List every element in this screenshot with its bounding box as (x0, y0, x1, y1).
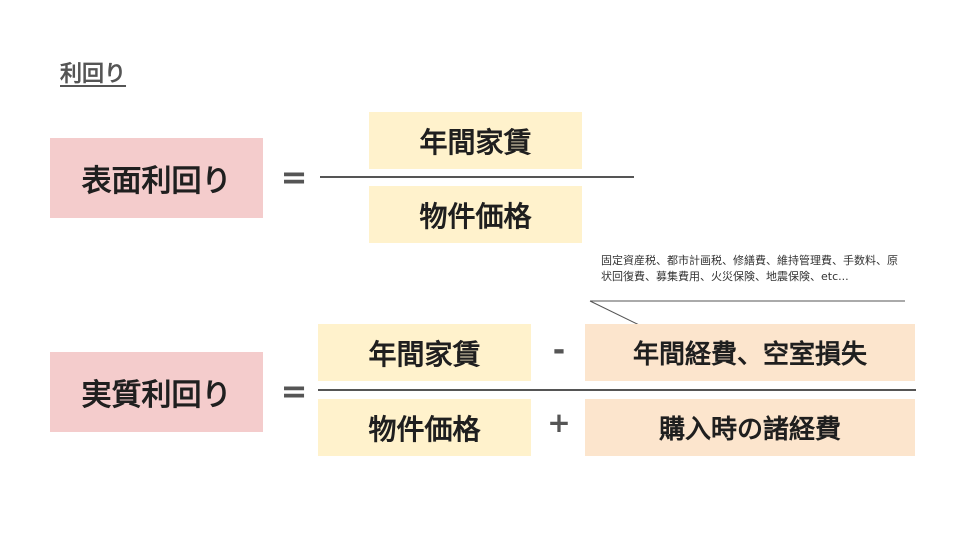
surface-yield-label: 表面利回り (50, 138, 263, 218)
surface-denominator-property-price: 物件価格 (369, 186, 582, 243)
expense-details-note: 固定資産税、都市計画税、修繕費、維持管理費、手数料、原状回復費、募集費用、火災保… (601, 254, 898, 283)
surface-fraction-line (320, 176, 634, 178)
actual-yield-label: 実質利回り (50, 352, 263, 432)
actual-numerator-expenses-vacancy: 年間経費、空室損失 (585, 324, 915, 381)
actual-numerator-annual-rent: 年間家賃 (318, 324, 531, 381)
plus-sign: + (547, 406, 571, 439)
actual-equals-sign: = (280, 372, 308, 410)
surface-numerator-annual-rent: 年間家賃 (369, 112, 582, 169)
actual-denominator-purchase-costs: 購入時の諸経費 (585, 399, 915, 456)
minus-sign: - (552, 333, 566, 368)
surface-equals-sign: = (280, 158, 308, 196)
actual-fraction-line (318, 389, 916, 391)
page-title: 利回り (60, 62, 127, 87)
actual-denominator-property-price: 物件価格 (318, 399, 531, 456)
